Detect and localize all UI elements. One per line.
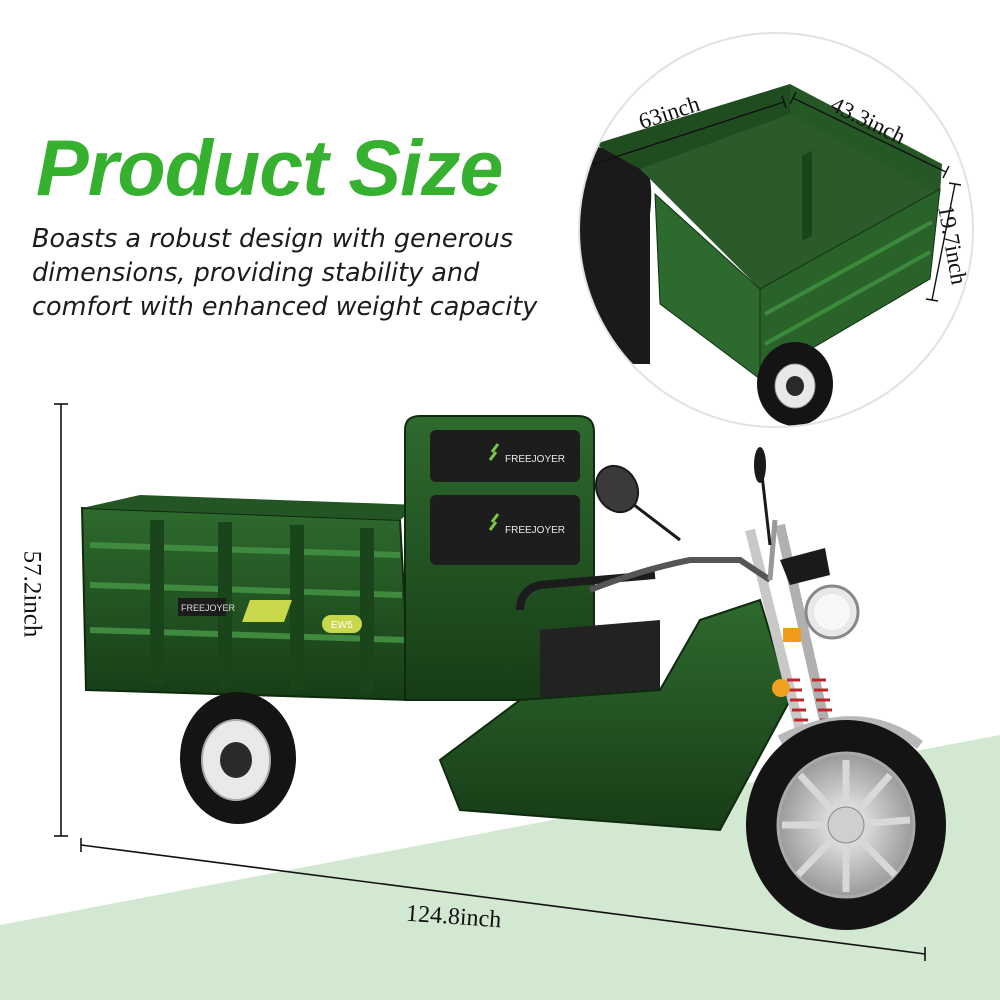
- seat-body: [438, 571, 792, 832]
- product-description: Boasts a robust design with generous dim…: [32, 222, 572, 324]
- brand-logo-upper: FREEJOYER: [505, 454, 565, 465]
- height-dimension-line: [54, 403, 68, 837]
- height-dimension-label: 57.2inch: [18, 550, 46, 638]
- cargo-box-inset: 63inch 43.3inch 19.7inch: [578, 32, 974, 428]
- front-wheel: [746, 716, 946, 930]
- front-assembly: [588, 447, 860, 812]
- cargo-box-image: [580, 84, 962, 426]
- rear-wheel: [180, 692, 296, 824]
- page-title: Product Size: [36, 123, 503, 212]
- description-line: dimensions, providing stability and: [32, 258, 480, 288]
- length-dimension-line: [80, 838, 926, 961]
- description-line: Boasts a robust design with generous: [32, 224, 514, 254]
- brand-decal: FREEJOYER: [181, 603, 236, 613]
- description-line: comfort with enhanced weight capacity: [32, 292, 538, 322]
- brand-logo-lower: FREEJOYER: [505, 525, 565, 536]
- model-badge: EW5: [331, 620, 353, 631]
- cargo-bed: FREEJOYER EW5: [80, 495, 420, 702]
- cab-backrest: FREEJOYER FREEJOYER: [404, 415, 595, 701]
